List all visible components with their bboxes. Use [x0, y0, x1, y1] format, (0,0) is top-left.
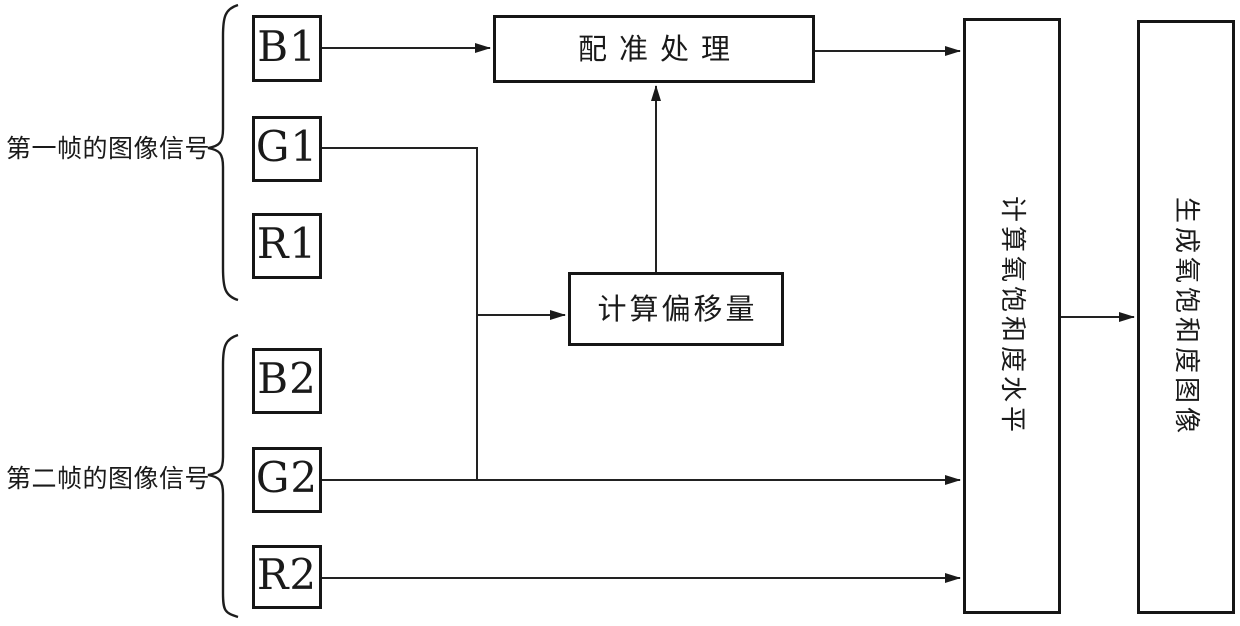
flow-box-generate-label: 生成氧饱和度图像 [1171, 196, 1201, 438]
flow-box-offset-label: 计算偏移量 [597, 291, 758, 326]
flow-box-offset: 计算偏移量 [568, 272, 784, 346]
channel-box-b2-label: B2 [257, 354, 317, 403]
flow-box-registration: 配准处理 [493, 15, 815, 83]
flow-box-saturation-label: 计算氧饱和度水平 [997, 195, 1027, 437]
channel-box-r2-label: R2 [256, 550, 318, 599]
connector-g1-trunk [322, 147, 478, 480]
brace-frame1 [207, 3, 239, 302]
brace-frame2 [207, 333, 239, 619]
frame1-group-label: 第一帧的图像信号 [6, 134, 211, 163]
channel-box-g2: G2 [252, 447, 322, 513]
channel-box-g2-label: G2 [255, 453, 319, 502]
channel-box-g1: G1 [252, 116, 322, 182]
channel-box-g1-label: G1 [255, 122, 319, 171]
channel-box-b1: B1 [252, 15, 322, 82]
channel-box-r1: R1 [252, 213, 322, 279]
channel-box-r1-label: R1 [256, 219, 318, 268]
channel-box-r2: R2 [252, 545, 322, 609]
flow-box-saturation: 计算氧饱和度水平 [963, 18, 1061, 614]
flow-box-registration-label: 配准处理 [577, 31, 742, 66]
flow-box-generate: 生成氧饱和度图像 [1137, 20, 1235, 614]
channel-box-b1-label: B1 [257, 21, 317, 71]
channel-box-b2: B2 [252, 348, 322, 414]
frame2-group-label: 第二帧的图像信号 [6, 464, 211, 493]
